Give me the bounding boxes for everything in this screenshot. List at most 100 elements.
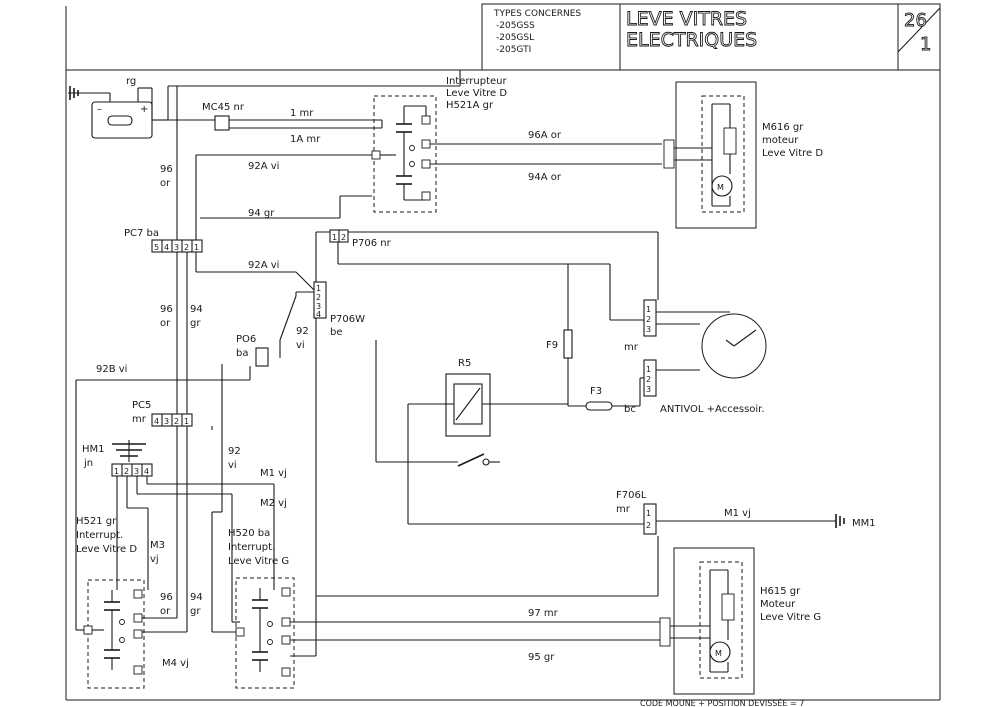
pc7-label: PC7 ba bbox=[124, 228, 159, 239]
title-line-2: ELECTRIQUES bbox=[626, 29, 757, 51]
m615-label-1: H615 gr bbox=[760, 586, 801, 597]
motor-symbol-bottom: M bbox=[715, 649, 722, 658]
wire-m1-vj: M1 vj bbox=[260, 468, 287, 479]
pc5-pin: 4 bbox=[154, 417, 159, 426]
types-heading: TYPES CONCERNES bbox=[493, 9, 581, 19]
conn-a-pin: 1 bbox=[646, 305, 651, 314]
antivol-label: ANTIVOL +Accessoir. bbox=[660, 404, 765, 415]
supply-wiring bbox=[167, 70, 461, 240]
ground-label: MM1 bbox=[852, 518, 876, 529]
h520-label-3: Leve Vitre G bbox=[228, 556, 289, 567]
f706l-label-1: F706L bbox=[616, 490, 647, 501]
wire-92b-vi: 92B vi bbox=[96, 364, 127, 375]
wire-96-mid: 96 bbox=[160, 304, 173, 315]
conn-b-pin: 3 bbox=[646, 385, 651, 394]
wire-94a-label: 94A or bbox=[528, 172, 562, 183]
pc5-label-1: PC5 bbox=[132, 400, 151, 411]
hm1-pin: 4 bbox=[144, 467, 149, 476]
switch-h521a bbox=[371, 95, 437, 213]
motor-m615 bbox=[659, 547, 755, 695]
center-wiring bbox=[75, 252, 317, 631]
pc7-pin: 5 bbox=[154, 243, 159, 252]
conn-a-pin: 3 bbox=[646, 325, 651, 334]
page-number: 26 bbox=[904, 10, 927, 31]
wire-m3-color: vj bbox=[150, 554, 159, 565]
m616-label-2: moteur bbox=[762, 135, 799, 146]
wire-96-mid-color: or bbox=[160, 318, 171, 329]
wire-92-vi-low: 92 bbox=[228, 446, 241, 457]
p706w-label-2: be bbox=[330, 327, 343, 338]
wire-92-vi-mid-color: vi bbox=[296, 340, 305, 351]
f706l-pin: 2 bbox=[646, 521, 651, 530]
relay-r5 bbox=[375, 340, 646, 525]
wire-96a-label: 96A or bbox=[528, 130, 562, 141]
battery bbox=[90, 87, 168, 139]
f706l-pin: 1 bbox=[646, 509, 651, 518]
p706w-pin: 4 bbox=[316, 310, 321, 319]
wire-m1-right-label: M1 vj bbox=[724, 508, 751, 519]
conn-b-pin: 2 bbox=[646, 375, 651, 384]
wire-92-vi-low-color: vi bbox=[228, 460, 237, 471]
p706w-pin: 3 bbox=[316, 302, 321, 311]
wire-94-mid: 94 bbox=[190, 304, 203, 315]
ground-symbol-top-left bbox=[68, 86, 90, 100]
lower-wiring bbox=[116, 364, 317, 657]
battery-plus: + bbox=[140, 104, 148, 115]
page-sub-number: 1 bbox=[920, 34, 931, 55]
wire-94-mid-color: gr bbox=[190, 318, 201, 329]
hm1-pin: 2 bbox=[124, 467, 129, 476]
ground-symbol-right bbox=[780, 514, 845, 528]
h521-label-3: Leve Vitre D bbox=[76, 544, 137, 555]
mc45-label: MC45 nr bbox=[202, 102, 245, 113]
mr-connector-label: mr bbox=[624, 342, 639, 353]
h521-label-1: H521 gr bbox=[76, 516, 117, 527]
footer-note: CODE MOUNE + POSITION DEVISSÉE = 7 bbox=[640, 697, 804, 707]
title-line-1: LEVE VITRES bbox=[626, 8, 747, 30]
wire-96-or-left: 96 bbox=[160, 164, 173, 175]
type-item: -205GSS bbox=[496, 21, 535, 31]
f9-label: F9 bbox=[546, 340, 558, 351]
pc5-pin: 1 bbox=[184, 417, 189, 426]
hm1-label-1: HM1 bbox=[82, 444, 105, 455]
wire-m3: M3 bbox=[150, 540, 165, 551]
battery-minus: – bbox=[97, 104, 102, 115]
p706w-label-1: P706W bbox=[330, 314, 365, 325]
hm1-pin: 1 bbox=[114, 467, 119, 476]
wire-96-low: 96 bbox=[160, 592, 173, 603]
pc7-pin: 3 bbox=[174, 243, 179, 252]
battery-label: rg bbox=[126, 76, 136, 87]
po6-label-2: ba bbox=[236, 348, 248, 359]
hm1-label-2: jn bbox=[83, 458, 93, 469]
po6-label-1: PO6 bbox=[236, 334, 256, 345]
wire-96-low-color: or bbox=[160, 606, 171, 617]
pc5-connector bbox=[151, 413, 193, 427]
wire-1-mr: 1 mr bbox=[290, 108, 314, 119]
conn-b-pin: 1 bbox=[646, 365, 651, 374]
m615-label-3: Leve Vitre G bbox=[760, 612, 821, 623]
h520-label-2: Interrupt. bbox=[228, 542, 275, 553]
switch-h520 bbox=[235, 577, 295, 689]
mc45-connector bbox=[214, 115, 230, 131]
wire-94-gr-top: 94 gr bbox=[248, 208, 275, 219]
motor-symbol-top: M bbox=[717, 183, 724, 192]
wire-94-low: 94 bbox=[190, 592, 203, 603]
central-enclosure bbox=[313, 229, 659, 597]
h520-label-1: H520 ba bbox=[228, 528, 270, 539]
pc7-pin: 1 bbox=[194, 243, 199, 252]
h521-label-2: Interrupt. bbox=[76, 530, 123, 541]
h521a-label-2: Leve Vitre D bbox=[446, 88, 507, 99]
conn-a-pin: 2 bbox=[646, 315, 651, 324]
m615-label-2: Moteur bbox=[760, 599, 796, 610]
p706w-pin: 2 bbox=[316, 293, 321, 302]
h521a-label-3: H521A gr bbox=[446, 100, 494, 111]
wire-1a-mr: 1A mr bbox=[290, 134, 321, 145]
wire-m4-vj: M4 vj bbox=[162, 658, 189, 669]
wire-94-low-color: gr bbox=[190, 606, 201, 617]
pc5-pin: 2 bbox=[174, 417, 179, 426]
antivol-area bbox=[568, 263, 767, 535]
hm1-connector bbox=[111, 440, 153, 477]
wire-92-vi-mid: 92 bbox=[296, 326, 309, 337]
type-item: -205GSL bbox=[496, 33, 534, 43]
pc5-label-2: mr bbox=[132, 414, 147, 425]
